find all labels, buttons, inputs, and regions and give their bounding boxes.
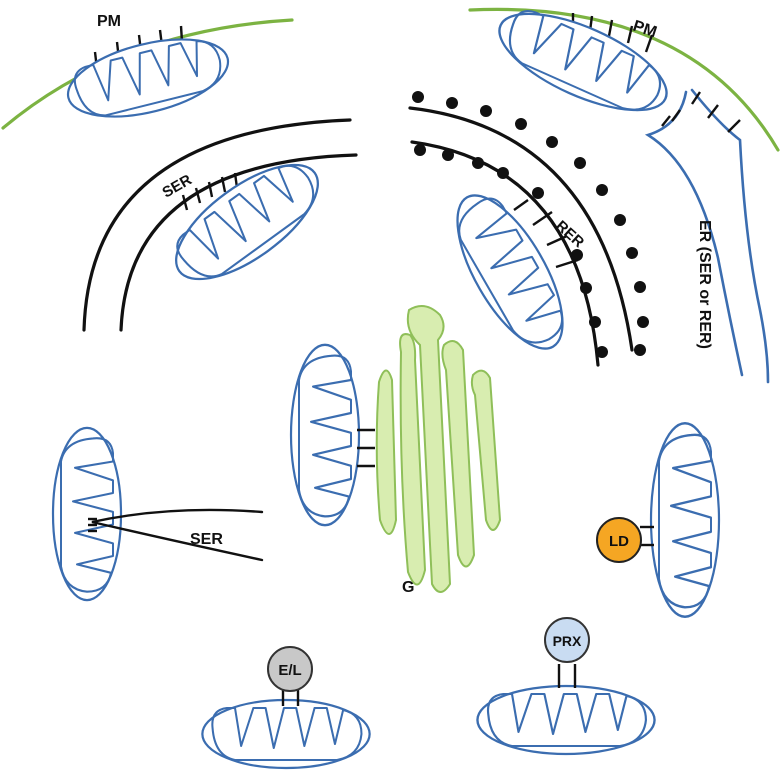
ser-mito-contact: SER: [82, 118, 358, 332]
rer-inner-membrane: [410, 140, 600, 367]
mitochondrion-ld: [649, 421, 721, 619]
rer-mito-contact: RER: [408, 91, 649, 367]
golgi-cisterna-2: [399, 333, 427, 586]
label-prx: PRX: [553, 633, 582, 649]
pm-mito-contact-left: PM: [1, 13, 294, 132]
endo-lysosome: [267, 646, 313, 692]
golgi-cisterna-1: [375, 369, 398, 535]
mitochondrion-ser: [157, 142, 337, 302]
label-pm-left: PM: [97, 13, 121, 30]
mitochondrion-pm-left: [59, 24, 237, 132]
ser-tubule-lower: [91, 508, 264, 562]
peroxisome: [544, 617, 590, 663]
mitochondrion-ser-tubule: [51, 426, 123, 602]
ribosomes: [412, 91, 649, 358]
ser-upper-outer-membrane: [82, 118, 352, 332]
tethers-ser-lower: [88, 517, 97, 533]
tethers-prx: [557, 664, 577, 688]
peroxisome-mito-contact: PRX: [476, 617, 656, 756]
mitochondrion-pm-right: [485, 0, 681, 131]
lipid-droplet-mito-contact: LD: [596, 421, 721, 619]
er-tubule-right-inner: [690, 88, 770, 384]
golgi-cisterna-3: [406, 305, 452, 593]
endolysosome-mito-contact: E/L: [201, 646, 371, 770]
label-rer: RER: [552, 217, 587, 251]
label-ld: LD: [609, 533, 629, 550]
pm-er-mito-contact-right: PM ER (SER or RER): [468, 0, 780, 384]
label-pm-right: PM: [631, 18, 659, 42]
tethers-ld: [640, 525, 654, 547]
lipid-droplet: [596, 517, 642, 563]
tethers-er-right: [661, 91, 741, 133]
tethers-el: [281, 690, 300, 706]
ser-tubule-mito-contact: SER: [51, 426, 264, 602]
golgi-cisterna-5: [470, 369, 502, 531]
label-golgi: G: [402, 579, 414, 596]
label-er-vertical: ER (SER or RER): [696, 220, 713, 349]
er-tubule-right: [644, 90, 744, 377]
mitochondrion-rer: [435, 178, 585, 366]
mitochondrion-el: [201, 698, 371, 770]
mitochondrion-golgi: [289, 343, 361, 527]
tethers-golgi: [357, 428, 375, 468]
mitochondrion-prx: [476, 684, 656, 756]
golgi-cisterna-4: [441, 340, 476, 568]
golgi-apparatus: [375, 305, 502, 593]
tethers-rer: [513, 199, 579, 269]
golgi-mito-contact: G: [289, 305, 502, 596]
label-ser-lower: SER: [190, 531, 223, 548]
rer-outer-membrane: [408, 106, 634, 352]
ser-upper-inner-membrane: [119, 153, 358, 332]
label-el: E/L: [278, 662, 301, 679]
